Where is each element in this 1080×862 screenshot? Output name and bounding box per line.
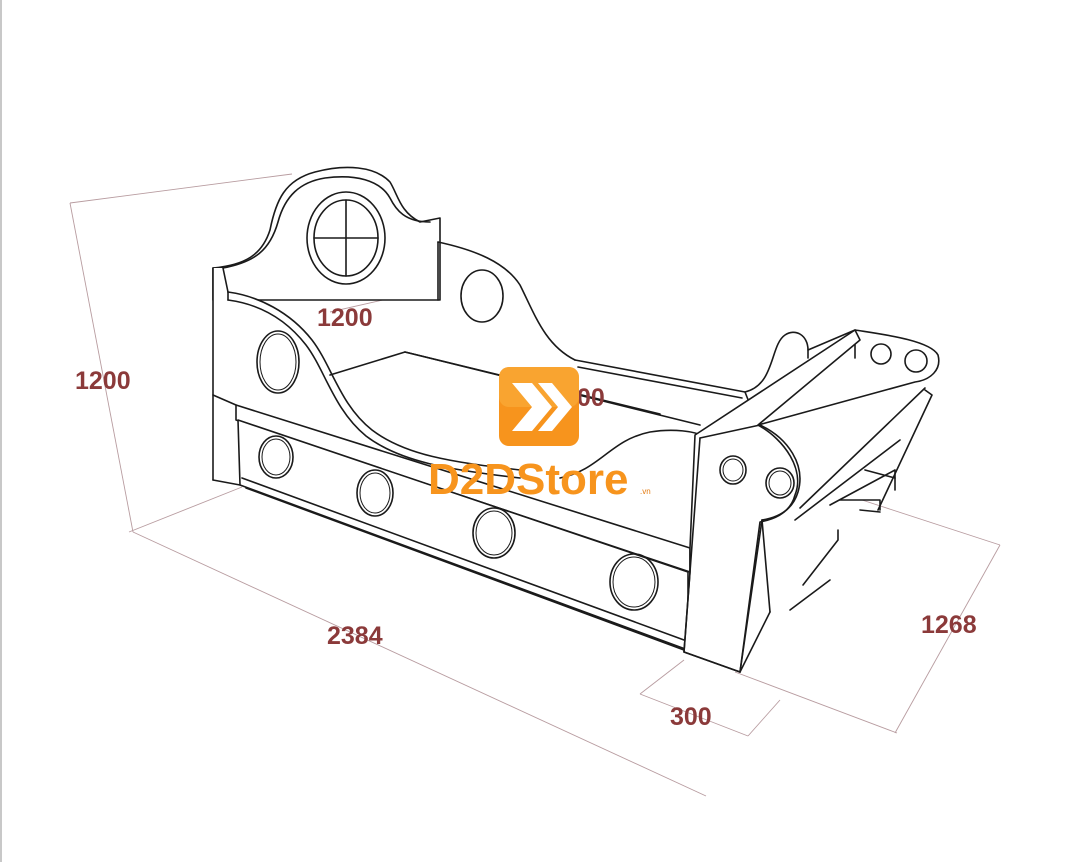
drawer-portholes — [258, 435, 659, 611]
shelf-hole-icon — [765, 467, 795, 499]
front-drawer-face — [212, 394, 691, 651]
porthole-icon — [609, 553, 659, 611]
back-side-panel — [437, 241, 746, 399]
dimension-inner-length: 00 — [577, 384, 605, 412]
logo-wordmark: D2DStore — [428, 455, 629, 504]
shelf-unit — [683, 329, 940, 673]
dimension-labels: 1200 1200 00 2384 1268 300 — [75, 304, 977, 731]
footboard-curve — [559, 429, 701, 479]
dimension-shelf-depth: 300 — [670, 703, 712, 731]
porthole-icon — [356, 469, 394, 517]
double-chevron-icon — [512, 383, 552, 431]
dimension-overall-width: 1268 — [921, 611, 977, 639]
d2dstore-logo: D2DStore .vn — [428, 367, 651, 504]
shelf-hole-icon — [904, 349, 928, 373]
porthole-icon — [258, 435, 294, 479]
dimension-headboard-width: 1200 — [317, 304, 373, 332]
dimension-overall-length: 2384 — [327, 622, 383, 650]
shelf-hole-icon — [719, 455, 747, 485]
dimension-height: 1200 — [75, 367, 131, 395]
porthole-icon — [256, 330, 300, 394]
porthole-icon — [460, 269, 504, 323]
porthole-window-icon — [306, 191, 386, 285]
front-side-panel — [212, 267, 560, 505]
headboard — [212, 166, 441, 301]
shelf-hole-icon — [870, 343, 892, 365]
porthole-icon — [472, 507, 516, 559]
left-border-line — [0, 0, 2, 862]
logo-suffix: .vn — [640, 487, 651, 496]
